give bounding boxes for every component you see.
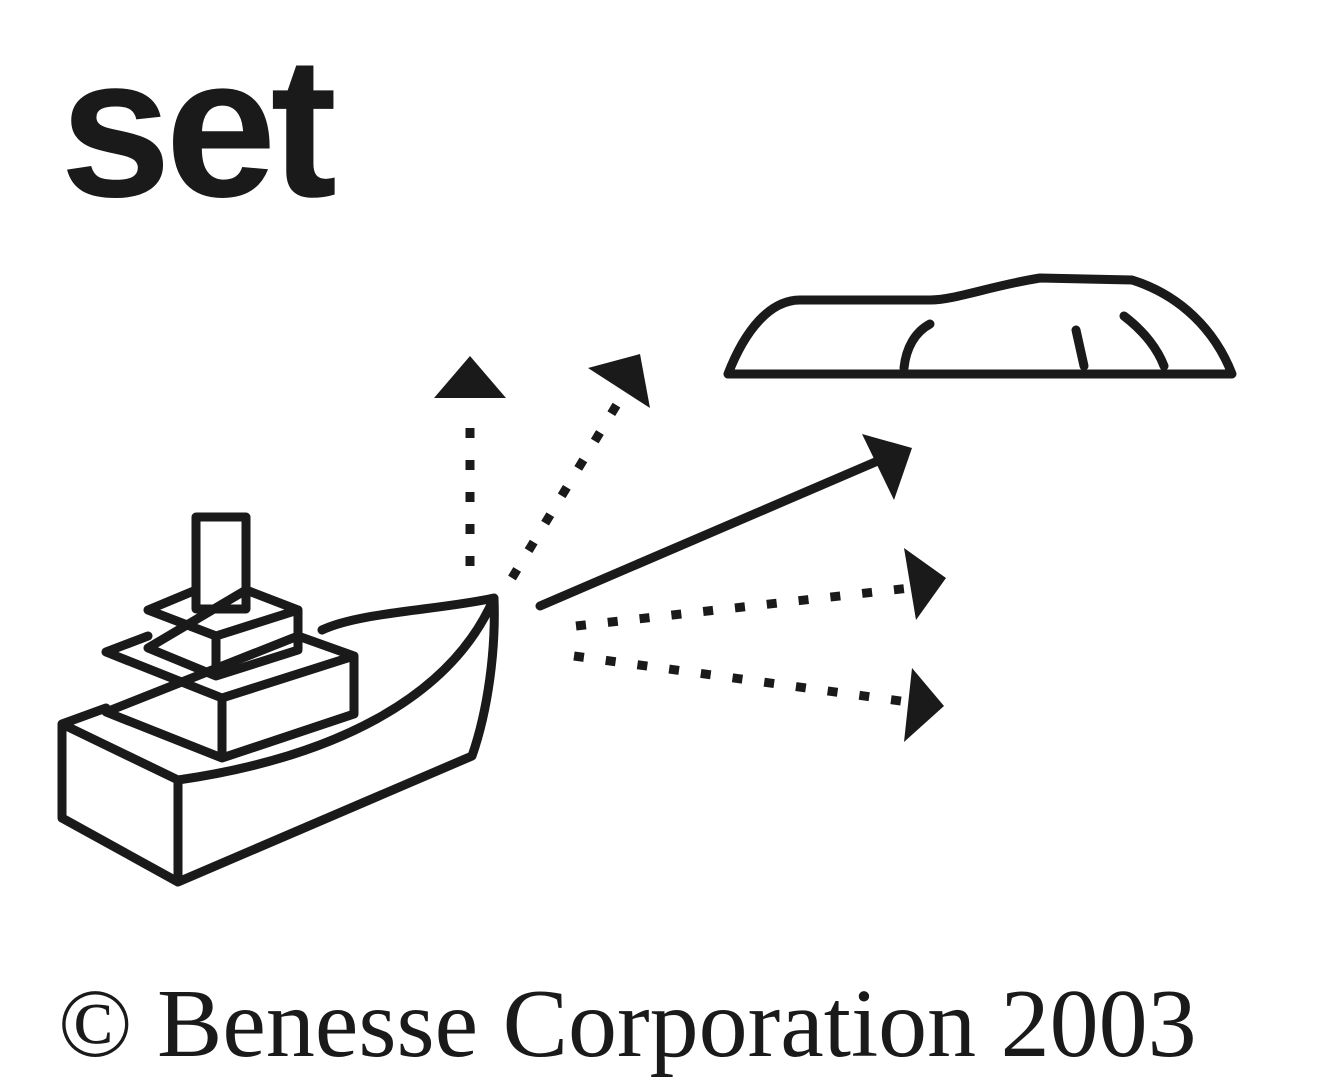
dotted-arrow-icon (508, 393, 626, 581)
island-icon (723, 273, 1237, 379)
arrowhead-lower-right (904, 668, 944, 742)
dotted-arrow-icon (575, 583, 911, 631)
ship-hull (57, 593, 499, 887)
copyright-notice: © Benesse Corporation 2003 (58, 970, 1197, 1078)
arrowhead-up (434, 356, 506, 398)
ship-cabin-top (143, 585, 303, 681)
ship-icon (57, 512, 499, 887)
arrow-icon (535, 455, 885, 611)
arrowhead-solid (862, 434, 912, 500)
vocabulary-word: set (60, 16, 337, 239)
arrowhead-up-right (588, 354, 650, 408)
dotted-arrow-icon (573, 651, 909, 707)
ship-cabin-middle (101, 631, 359, 763)
arrowhead-right (904, 548, 946, 620)
